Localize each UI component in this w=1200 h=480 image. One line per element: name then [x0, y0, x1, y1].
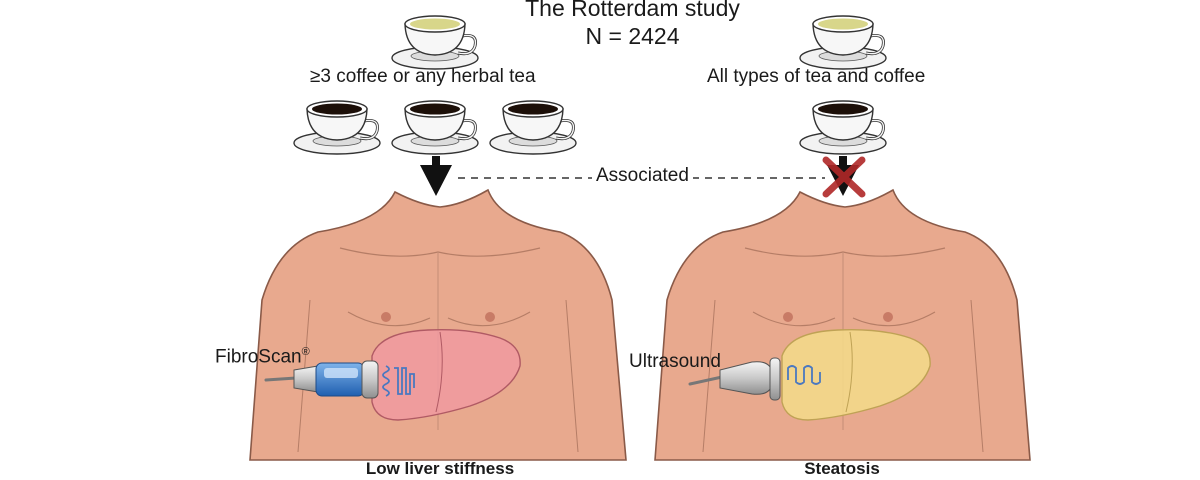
page-title: The Rotterdam study [525, 0, 740, 21]
liver-icon [371, 329, 521, 421]
ultrasound-probe-icon [688, 357, 821, 401]
liver-icon [781, 329, 931, 421]
coffee-cup-icon [292, 99, 382, 156]
coffee-cup-icon [798, 99, 888, 156]
exposure-label-right: All types of tea and coffee [707, 66, 926, 87]
sample-size: N = 2424 [585, 23, 680, 49]
down-arrow-icon [420, 156, 452, 196]
red-x-icon [822, 156, 866, 198]
exposure-label-left: ≥3 coffee or any herbal tea [310, 66, 536, 87]
association-label: Associated [592, 165, 693, 187]
fibroscan-probe-icon [264, 360, 415, 399]
coffee-cup-icon [488, 99, 578, 156]
fibroscan-label: FibroScan® [215, 341, 310, 368]
ultrasound-label: Ultrasound [629, 351, 721, 372]
outcome-label-left: Low liver stiffness [365, 459, 515, 478]
torso-icon [249, 188, 627, 461]
registered-mark: ® [301, 346, 310, 358]
herbal-tea-cup-icon [798, 14, 888, 71]
fibroscan-name: FibroScan [215, 346, 302, 368]
coffee-cup-icon [390, 99, 480, 156]
torso-icon [654, 188, 1031, 461]
herbal-tea-cup-icon [390, 14, 480, 71]
outcome-label-right: Steatosis [804, 459, 880, 478]
